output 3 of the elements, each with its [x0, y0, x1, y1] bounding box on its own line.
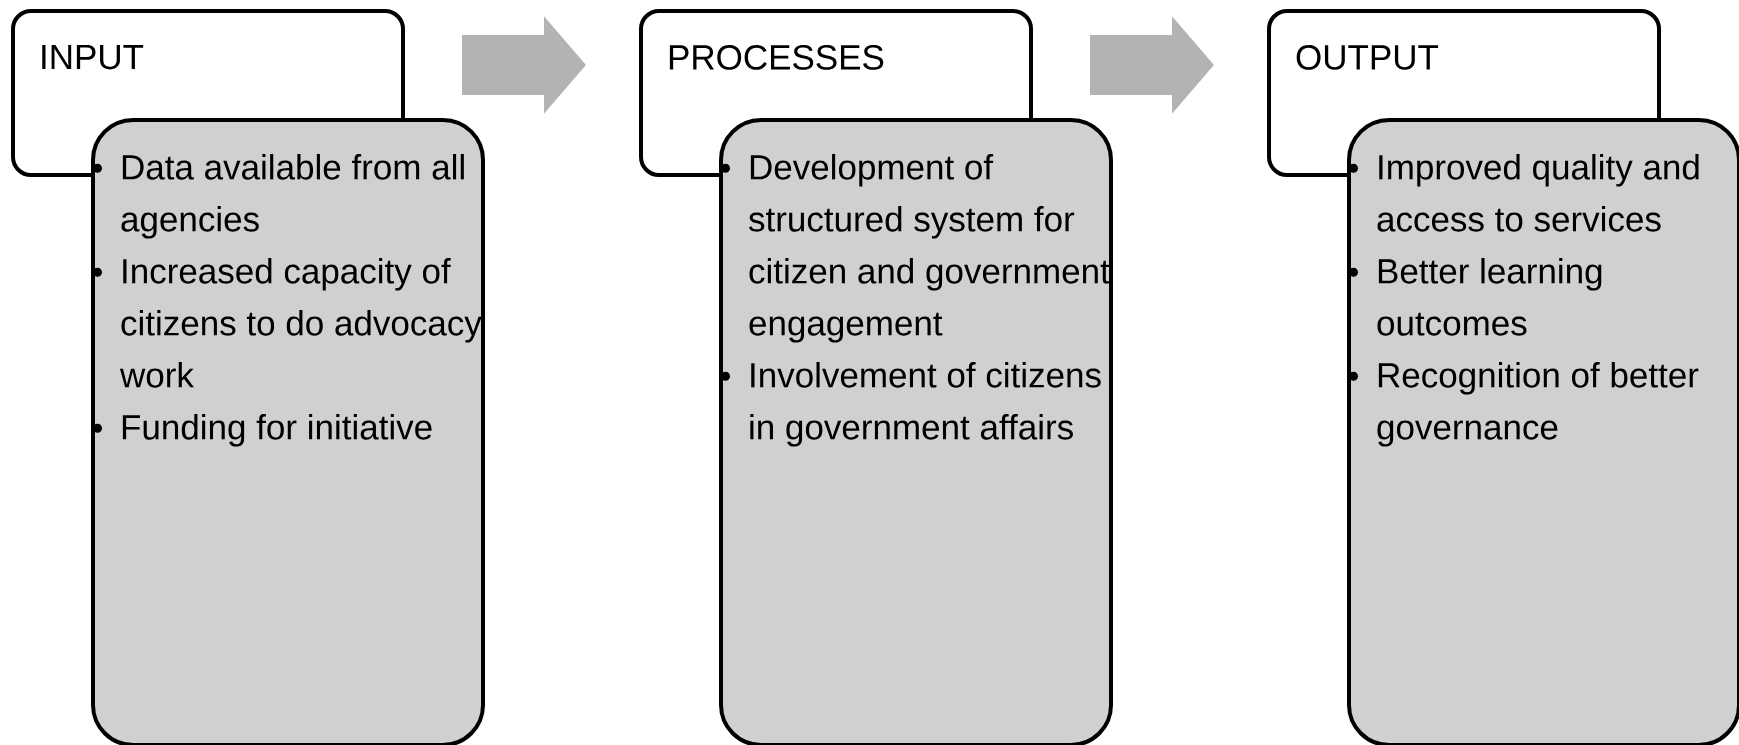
bullet-list-box: Development of structured system for citizen and government engagement Involvement of citizens in government affairs: [719, 118, 1113, 745]
bullet-list-box: Data available from all agencies Increased capacity of citizens to do advocacy work Funding for initiative: [91, 118, 485, 745]
bullet-list-box: Improved quality and access to services Better learning outcomes Recognition of better governance: [1347, 118, 1739, 745]
